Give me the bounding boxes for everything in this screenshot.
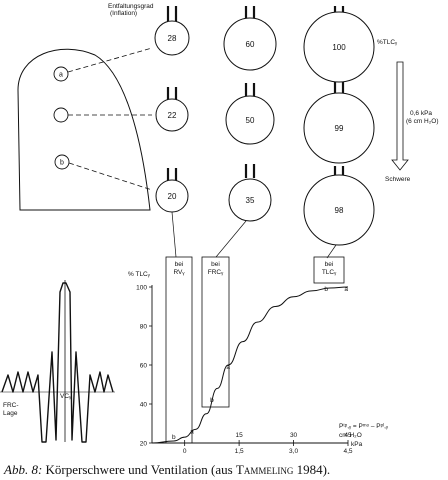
curve-point-b: b [324,286,328,293]
connector-rv [171,211,177,258]
x-tick-label-kpa: 1,5 [235,448,244,455]
lung-marker-b-label: b [60,160,64,167]
curve-point-b: b [210,397,214,404]
annotation-box-2-line1: bei [325,261,334,268]
curve-point-a: a [226,364,230,371]
alveolus-row2-col1 [155,87,189,132]
figure-caption: Abb. 8: Körperschwere und Ventilation (a… [4,462,444,478]
x-tick-label-cmh2o: 45 [344,432,352,439]
curve-point-labels: b a b a b a [172,286,348,441]
annotation-box-1-line1: bei [211,261,220,268]
x-tick-label-kpa: 3,0 [289,448,298,455]
annotation-box-2 [313,256,345,284]
vc-label: VCᵧ [60,393,72,400]
annotation-box-2-line2: TLCᵧ [322,269,337,276]
x-tick-label-kpa: 0 [183,448,187,455]
alveolus-row3-col1 [155,168,189,213]
alveolus-row3-col3-value: 98 [335,206,344,215]
alveolus-row2-col3 [303,82,375,164]
curve-point-a: a [344,286,348,293]
annotation-box-0 [165,256,193,444]
leader-line-b [68,162,153,191]
alveolus-row3-col2-value: 35 [246,196,255,205]
y-ticks: 20 40 60 80 100 [136,285,152,448]
pressure-volume-curve [151,286,349,444]
alveolus-row1-col2 [223,6,277,71]
y-tick-label: 100 [136,285,147,292]
alveolus-row2-col3-value: 99 [335,124,344,133]
x-tick-label-cmh2o: 15 [235,432,243,439]
connector-tlc [326,244,337,259]
alveolus-row3-col1-value: 20 [168,192,177,201]
curve-point-a: a [190,428,194,435]
annotation-box-1-line2: FRCᵧ [208,269,224,276]
y-tick-label: 80 [140,324,148,331]
x-tick-label-cmh2o: 30 [290,432,298,439]
alveolus-row2-col2 [225,83,275,145]
x-ticks: 0 1,5 3,0 4,5 15 30 45 [183,432,353,455]
y-tick-label: 20 [140,441,148,448]
x-unit-kpa: kPa [351,441,363,448]
gravity-pressure-line2: (6 cm H₂O) [406,118,439,125]
pressure-volume-chart: % TLCᵧ kPa cm H₂O Pᵗᵖ,ᵧ = Pᵐᵒ – Pᵖˡ,ᵧ 20… [128,256,389,455]
volume-trace [0,280,115,443]
caption-label: Abb. 8: [4,462,43,477]
alveolus-row1-col1-value: 28 [168,34,177,43]
connector-frc [215,220,247,258]
leader-line-a [67,47,153,73]
curve-point-b: b [172,434,176,441]
caption-year: 1984). [293,462,331,477]
annotation-box-0-line2: RVᵧ [173,269,185,276]
x-formula: Pᵗᵖ,ᵧ = Pᵐᵒ – Pᵖˡ,ᵧ [339,423,389,430]
alveolus-row1-col3-value: 100 [332,43,346,52]
frc-label-line2: Lage [3,410,18,417]
lung-marker-a-label: a [59,72,63,79]
alveolus-row1-col2-value: 60 [246,40,255,49]
annotation-box-0-line1: bei [175,261,184,268]
alveolus-row1-col3 [303,6,375,83]
y-axis-label: % TLCᵧ [128,271,151,278]
lung-marker-mid [53,107,69,123]
lung-marker-b [54,154,70,170]
alveolus-row3-col3 [303,166,375,246]
alveolus-row2-col1-value: 22 [168,111,177,120]
alveolus-row2-col2-value: 50 [246,116,255,125]
volume-trace-line [1,282,114,443]
caption-author: Tammeling [235,462,294,477]
gravity-scale-unit: %TLCᵧ [377,39,398,46]
annotation-box-1 [201,256,230,408]
lung-marker-a [53,66,69,82]
inflation-label-line2: (Inflation) [110,10,137,17]
alveolus-row3-col2 [228,164,272,222]
alveolus-row1-col1 [154,6,190,56]
frc-label-line1: FRC- [3,402,19,409]
alveoli-grid: 28 60 100 22 50 99 [154,6,375,246]
gravity-pressure-line1: 0,6 kPa [410,110,432,117]
caption-text: Körperschwere und Ventilation (aus [42,462,236,477]
gravity-arrow [391,61,409,171]
x-tick-label-kpa: 4,5 [343,448,352,455]
lung-outline [17,48,151,211]
y-tick-label: 40 [140,402,148,409]
y-tick-label: 60 [140,363,148,370]
gravity-label: Schwere [385,176,411,183]
x-unit-cmh2o: cm H₂O [339,432,362,439]
inflation-label-line1: Entfaltungsgrad [108,3,154,10]
